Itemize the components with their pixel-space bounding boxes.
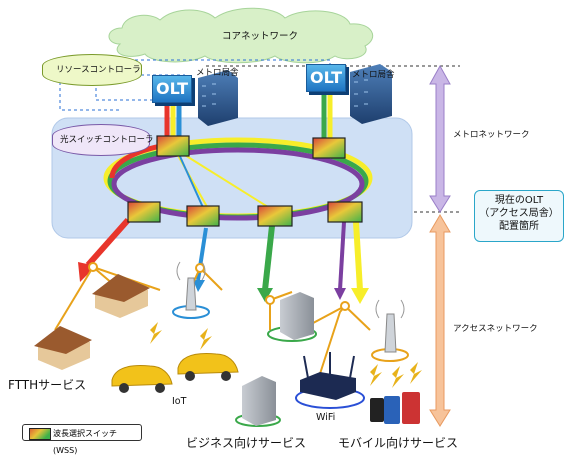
wss-switch: [127, 201, 161, 223]
optical-switch-controller: [52, 124, 150, 156]
car-icon: [177, 353, 239, 381]
access-span-arrow: [429, 214, 451, 427]
callout-line-2: （アクセス局舎）: [479, 208, 559, 219]
wifi-router-icon: [295, 352, 365, 409]
car-icon: [111, 365, 173, 393]
building-icon: [198, 70, 238, 126]
legend: 波長選択スイッチ (WSS): [22, 424, 142, 455]
olt-location-callout: 現在のOLT （アクセス局舎） 配置箇所: [474, 190, 564, 242]
callout-line-1: 現在のOLT: [494, 195, 544, 206]
lightning-icon: [150, 322, 422, 388]
wss-switch: [312, 137, 346, 159]
olt-box-1: OLT: [152, 75, 192, 103]
antenna-icon: [172, 261, 210, 319]
building-icon: [350, 64, 392, 124]
wss-switch: [156, 135, 190, 157]
wss-switches: [127, 135, 363, 227]
iot-label: IoT: [172, 396, 187, 407]
metro-span-arrow: [429, 64, 451, 213]
business-service-label: ビジネス向けサービス: [186, 436, 307, 450]
olt-box-2: OLT: [306, 64, 346, 92]
metro-office-label-1: メトロ局舎: [196, 68, 239, 78]
junctions: [88, 262, 350, 311]
house-icon: [92, 274, 150, 318]
wss-switch: [186, 205, 220, 227]
ftth-service-label: FTTHサービス: [8, 378, 87, 392]
wss-switch: [327, 201, 363, 223]
resource-controller: [42, 54, 142, 86]
antenna-icon: [371, 299, 409, 362]
optical-switch-controller-label: 光スイッチコントローラ: [60, 135, 154, 145]
smartphone-icon: [370, 392, 420, 424]
orange-links: [54, 266, 371, 381]
wifi-label: WiFi: [316, 412, 336, 423]
metro-network-label: メトロネットワーク: [453, 130, 530, 140]
wss-switch: [257, 205, 293, 227]
building-icon: [235, 376, 281, 427]
resource-controller-label: リソースコントローラ: [56, 65, 141, 75]
callout-line-3: 配置箇所: [499, 221, 539, 232]
legend-label: 波長選択スイッチ (WSS): [53, 429, 117, 455]
core-network-label: コアネットワーク: [222, 31, 299, 42]
cloud-icon: [108, 7, 374, 64]
house-icon: [34, 326, 92, 370]
metro-ring: [103, 137, 373, 221]
wss-legend-swatch: [29, 428, 51, 440]
mobile-service-label: モバイル向けサービス: [338, 436, 459, 450]
building-icon: [267, 292, 317, 342]
ring-inner-links: [175, 151, 277, 213]
access-network-label: アクセスネットワーク: [453, 324, 538, 334]
metro-office-label-2: メトロ局舎: [352, 70, 395, 80]
